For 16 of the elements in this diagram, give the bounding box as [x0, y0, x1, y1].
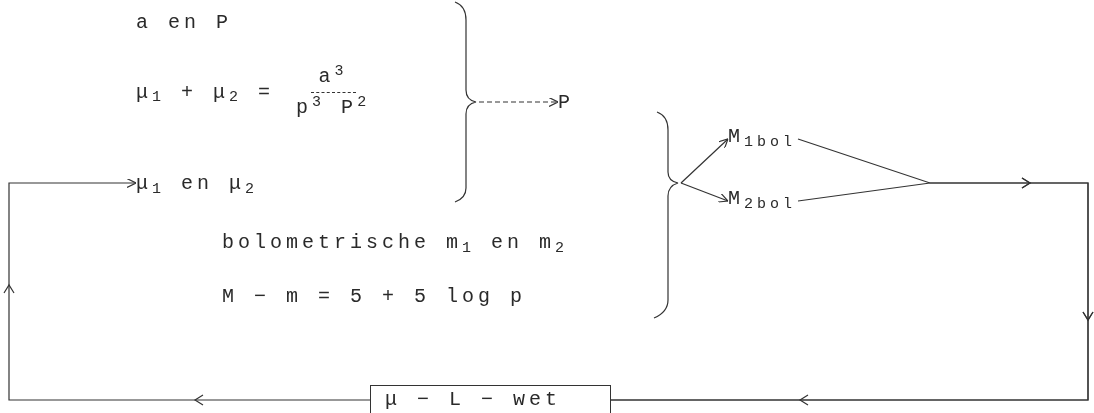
- denominator: p$^{3}$ P$^{2}$: [296, 93, 371, 121]
- numerator: a$^{3}$: [310, 62, 356, 93]
- arrow: [3, 177, 371, 406]
- formula-text: μ$_{1}$ + μ$_{2}$ =: [136, 79, 275, 108]
- formula-text: a en P: [136, 11, 232, 34]
- formula-text: P: [558, 91, 574, 114]
- arrow: [478, 96, 559, 108]
- formula-text: M − m = 5 + 5 log p: [222, 285, 527, 308]
- arrow: [680, 182, 729, 203]
- brace: [452, 0, 479, 204]
- process-box: [370, 385, 611, 413]
- arrow: [680, 138, 729, 184]
- brace: [652, 110, 681, 320]
- box-label: μ − L − wet: [385, 388, 562, 411]
- formula-text: bolometrische m$_{1}$ en m$_{2}$: [222, 231, 569, 254]
- formula-text: μ$_{1}$ en μ$_{2}$: [136, 172, 259, 195]
